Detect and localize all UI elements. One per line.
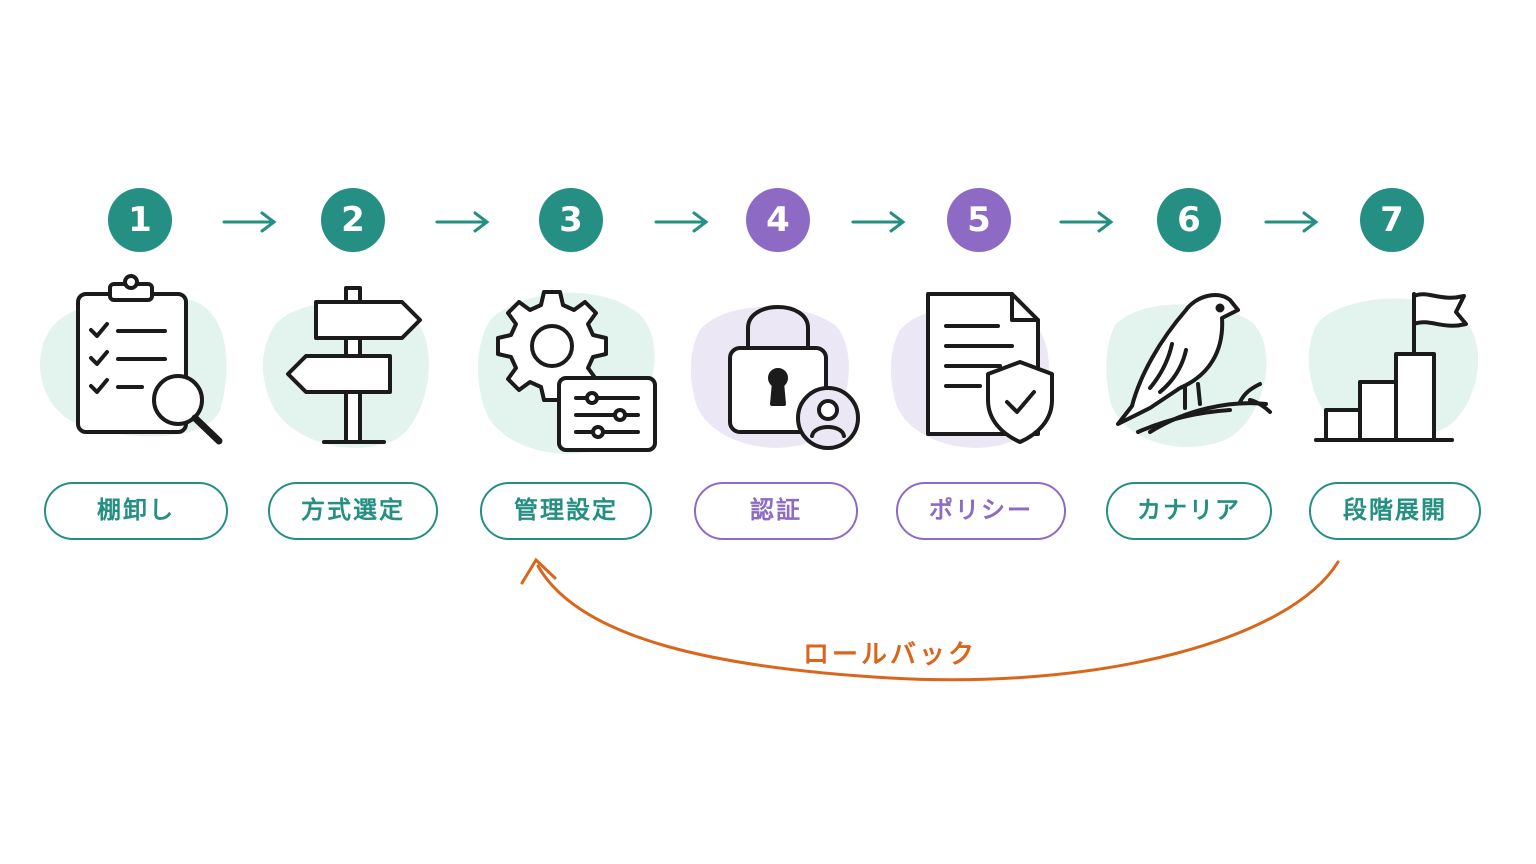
rollback-label: ロールバック <box>802 640 977 670</box>
step-label-7: 段階展開 <box>1309 482 1481 540</box>
arrow-5-6 <box>1059 211 1114 233</box>
step-number-1: 1 <box>108 188 172 252</box>
step-number-5: 5 <box>947 188 1011 252</box>
arrow-2-3 <box>435 211 490 233</box>
arrow-3-4 <box>654 211 709 233</box>
arrow-4-5 <box>851 211 906 233</box>
step-number-7: 7 <box>1360 188 1424 252</box>
step-label-6: カナリア <box>1106 482 1272 540</box>
arrow-6-7 <box>1264 211 1319 233</box>
step-number-3: 3 <box>539 188 603 252</box>
arrow-1-2 <box>222 211 277 233</box>
flow-arrows <box>222 211 1319 233</box>
step-label-3: 管理設定 <box>480 482 652 540</box>
clipboard-checklist-magnifier-icon <box>76 274 223 445</box>
stairs-flag-icon <box>1314 292 1468 442</box>
rollback-arrow <box>520 557 1340 682</box>
step-number-6: 6 <box>1157 188 1221 252</box>
step-number-4: 4 <box>746 188 810 252</box>
gear-settings-panel-icon <box>496 290 657 452</box>
step-label-4: 認証 <box>694 482 858 540</box>
document-shield-icon <box>926 292 1054 444</box>
step-label-2: 方式選定 <box>268 482 438 540</box>
step-label-1: 棚卸し <box>44 482 228 540</box>
step-label-5: ポリシー <box>896 482 1066 540</box>
step-number-2: 2 <box>321 188 385 252</box>
padlock-user-icon <box>728 305 860 450</box>
canary-bird-icon <box>1116 293 1272 434</box>
signpost-icon <box>286 286 422 444</box>
